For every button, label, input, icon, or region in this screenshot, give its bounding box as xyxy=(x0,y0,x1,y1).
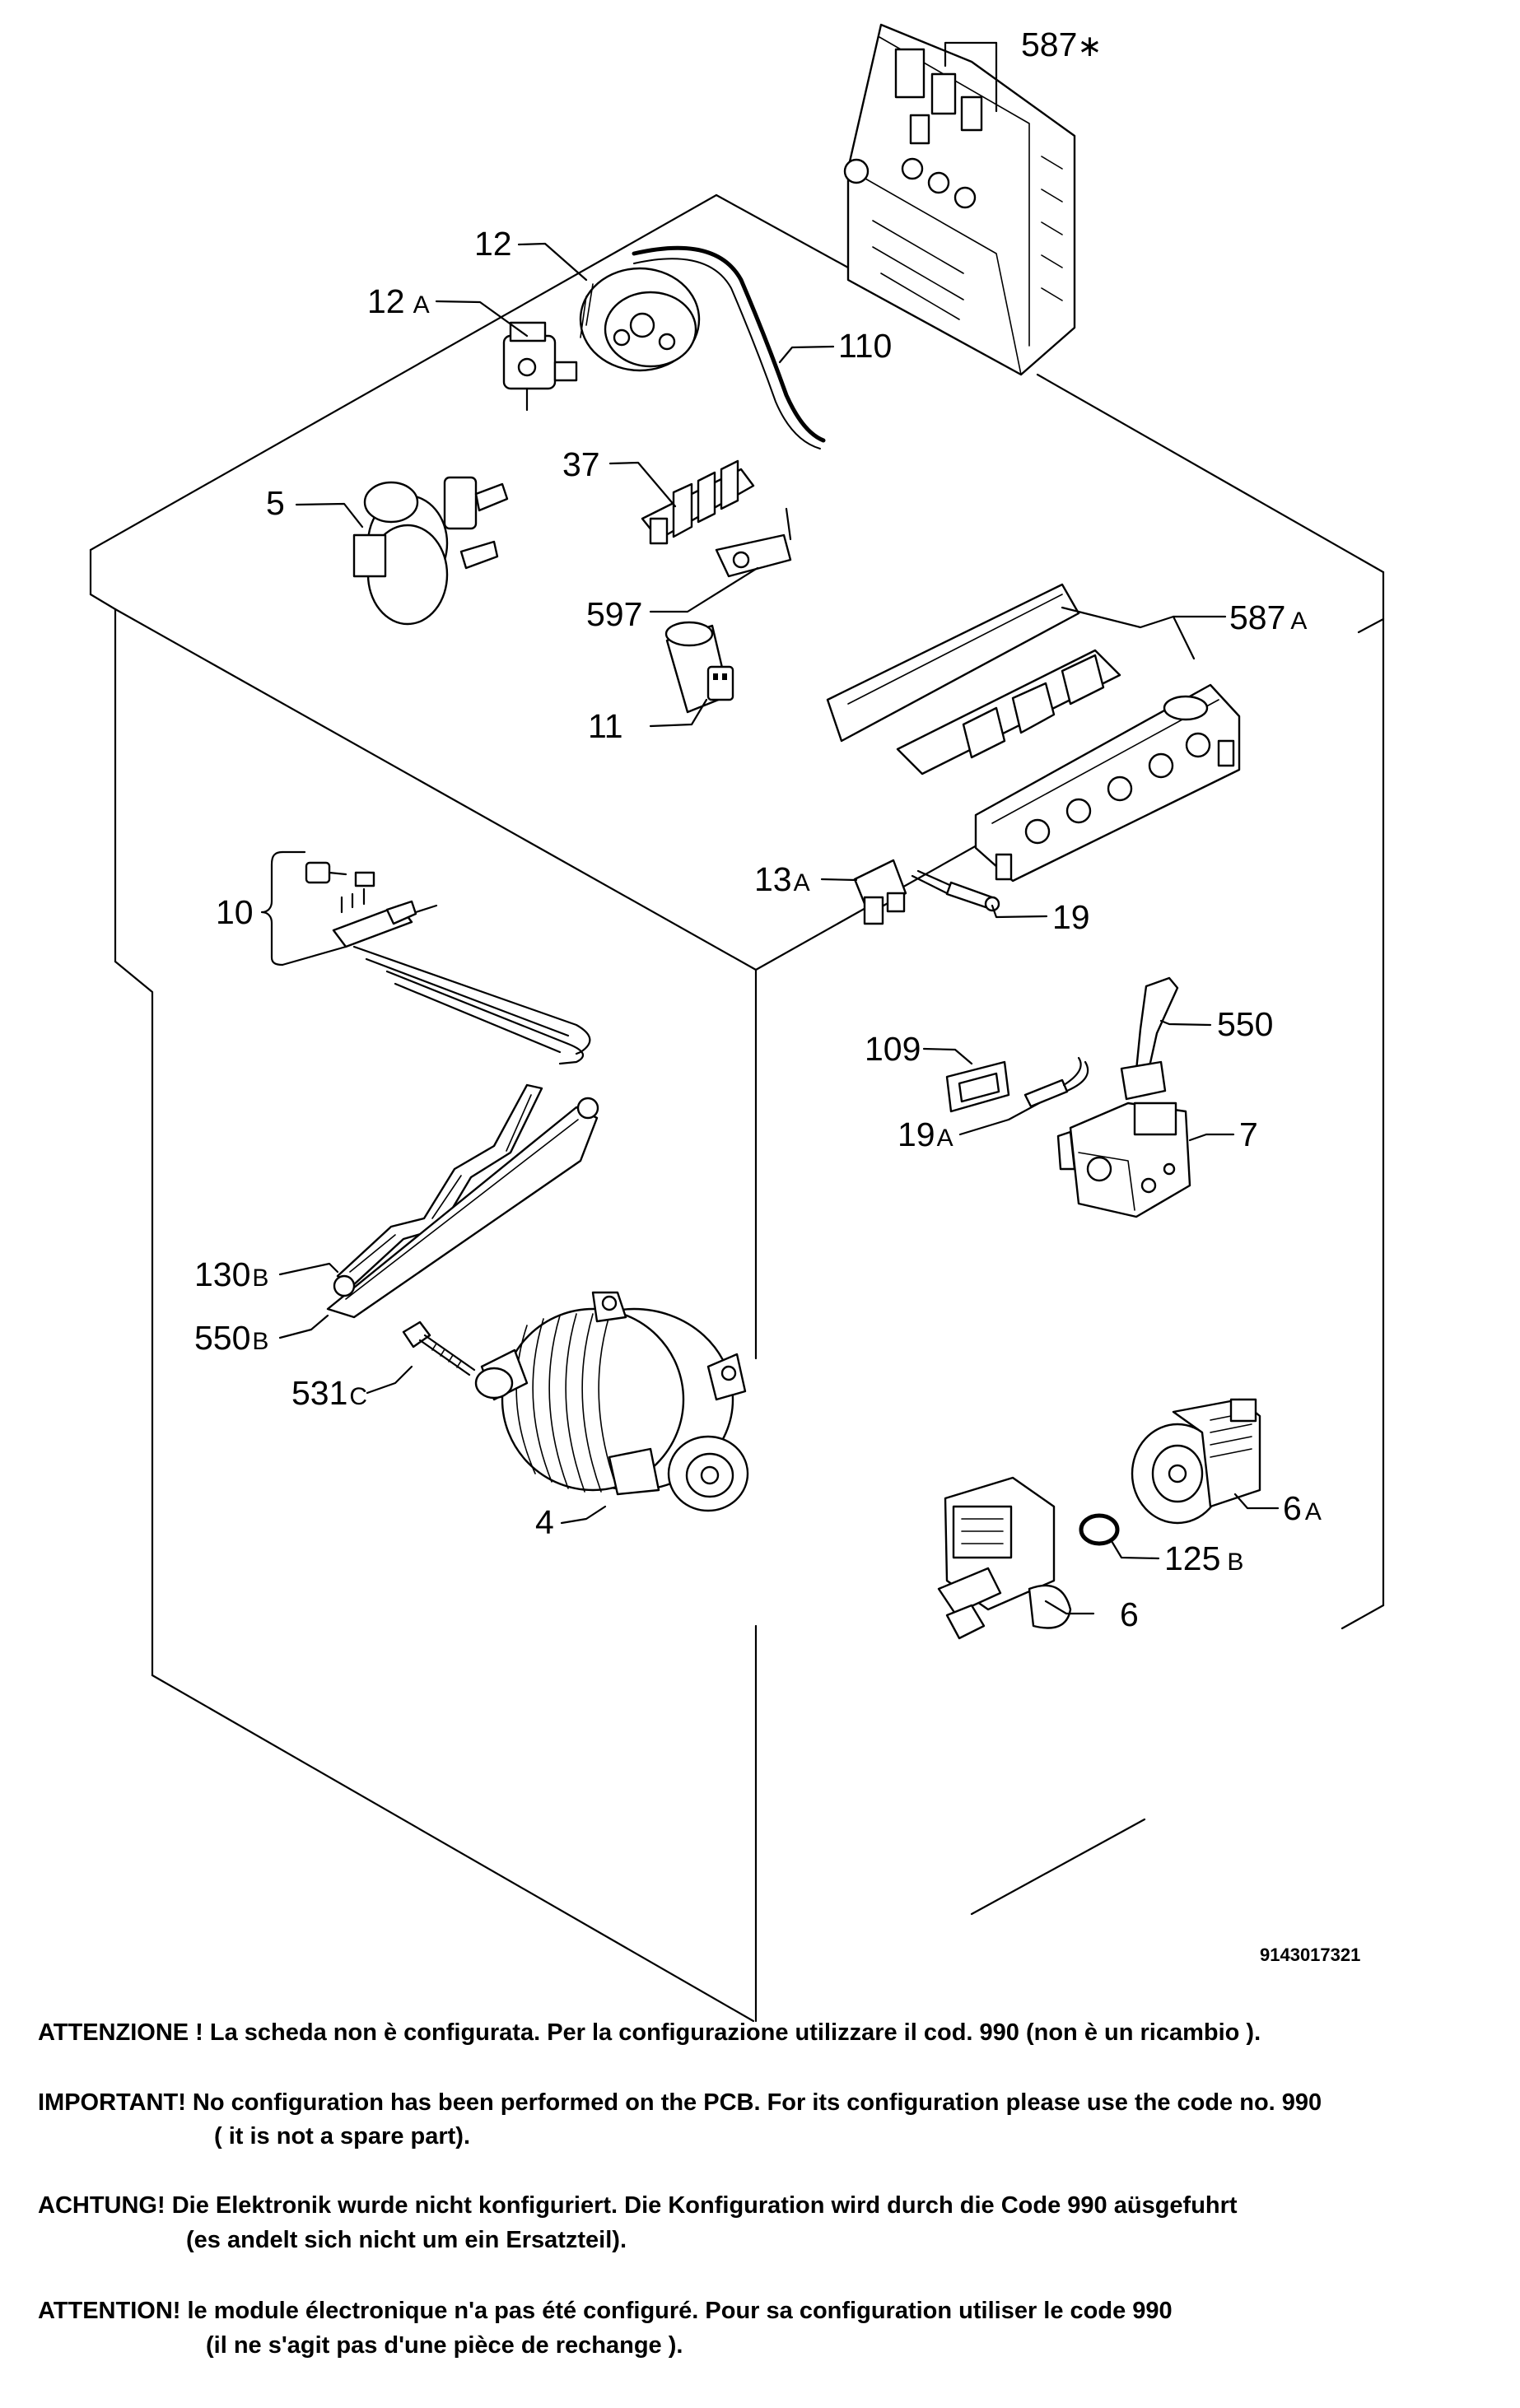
callout-5: 5 xyxy=(266,484,285,522)
cabinet-outline xyxy=(89,193,1385,2023)
callout-550: 550 xyxy=(1217,1005,1273,1043)
callout-12: 12 xyxy=(474,225,512,263)
part-110-hose-drawing xyxy=(632,245,826,449)
part-7-door-interlock-drawing xyxy=(1056,1102,1191,1218)
part-19-sensor-drawing xyxy=(911,869,1000,912)
part-130b-gasket-drawing xyxy=(336,1083,543,1288)
callout-19a: 19A xyxy=(898,1116,953,1153)
callout-531c: 531C xyxy=(291,1374,367,1412)
part-6a-drain-pump-drawing xyxy=(1131,1398,1261,1525)
callout-130b: 130B xyxy=(194,1255,268,1293)
callout-550b: 550B xyxy=(194,1319,268,1357)
callout-110: 110 xyxy=(838,327,892,365)
part-125b-o-ring-drawing xyxy=(1079,1513,1120,1546)
part-587a-control-panel-drawing xyxy=(826,583,1241,883)
callout-7: 7 xyxy=(1239,1116,1258,1153)
part-109-bracket-drawing xyxy=(945,1060,1010,1113)
part-19a-sensor-drawing xyxy=(1023,1056,1089,1108)
callout-10: 10 xyxy=(216,893,254,931)
callout-6: 6 xyxy=(1120,1595,1139,1633)
leader-lines xyxy=(260,41,1280,1615)
part-10-heating-element-drawing xyxy=(305,861,591,1065)
callout-109: 109 xyxy=(865,1030,921,1068)
part-37-connector-block-drawing xyxy=(641,459,755,545)
part-531c-bolt-drawing xyxy=(402,1320,476,1376)
part-6-drain-pump-drawing xyxy=(937,1476,1072,1640)
part-4-motor-drawing xyxy=(474,1291,749,1512)
part-11-capacitor-drawing xyxy=(664,621,734,714)
part-597-clip-drawing xyxy=(715,507,792,578)
part-12-pressure-switch-drawing xyxy=(579,267,701,372)
callout-13a: 13A xyxy=(754,860,810,898)
part-13a-terminal-block-drawing xyxy=(853,859,907,925)
part-5-solenoid-valve-drawing xyxy=(352,476,509,626)
part-550b-rail-drawing xyxy=(326,1097,599,1319)
callout-19: 19 xyxy=(1052,898,1090,936)
callout-11: 11 xyxy=(588,707,623,745)
callout-597: 597 xyxy=(586,595,642,633)
callout-4: 4 xyxy=(535,1503,554,1541)
part-12a-pressure-switch-drawing xyxy=(502,321,578,412)
part-587-star-pcb-drawing xyxy=(843,23,1076,376)
part-550-lever-drawing xyxy=(1120,976,1179,1101)
sheet-number: 9143017321 xyxy=(1260,1945,1360,1965)
callout-37: 37 xyxy=(562,445,600,483)
callout-587-star: 587∗ xyxy=(1021,26,1103,63)
